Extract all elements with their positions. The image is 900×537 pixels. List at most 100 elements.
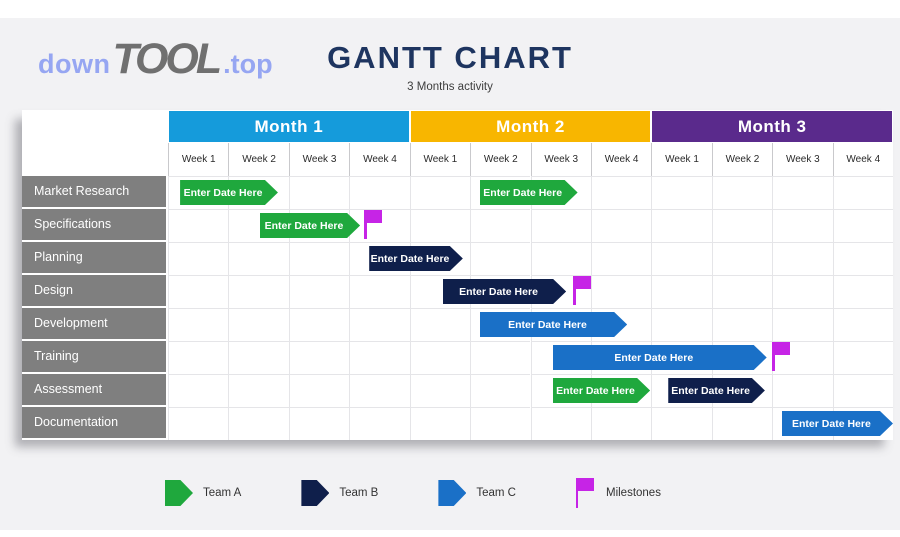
logo-part-tool: TOOL [112,35,222,83]
milestones-flag-icon [575,478,596,508]
grid-cell [651,275,712,308]
row-label-documentation: Documentation [22,407,166,438]
grid-cell [590,407,652,440]
grid-cell [288,374,350,407]
legend-item-label: Team B [339,487,379,499]
grid-cell [228,341,289,374]
grid-cell [530,341,591,374]
grid-cell [590,242,652,275]
grid-cell [228,209,289,242]
grid-cell [711,275,773,308]
team-c-arrow-icon [438,480,467,506]
week-header-cell: Week 3 [772,143,833,176]
legend-item-milestones: Milestones [575,478,661,508]
grid-cell [530,242,591,275]
grid-cell [349,308,410,341]
grid-cell [832,308,893,341]
grid-cell [470,308,531,341]
grid-cell [349,242,410,275]
row-label-market-research: Market Research [22,176,166,207]
task-bar-assessment-team-b[interactable]: Enter Date Here [668,378,765,403]
week-header-cell: Week 4 [349,143,410,176]
grid-cell [711,209,773,242]
milestone-flag-icon [772,342,792,371]
grid-cell [168,209,229,242]
row-label-design: Design [22,275,166,306]
grid-cell [168,242,229,275]
legend-item-team-c: Team C [438,480,516,506]
month-header-month-3: Month 3 [652,111,892,142]
grid-cell [288,407,350,440]
grid-cell [772,209,833,242]
grid-cell [409,275,471,308]
team-b-arrow-icon [301,480,330,506]
task-bar-market-research-team-a[interactable]: Enter Date Here [180,180,278,205]
task-bar-documentation-team-c[interactable]: Enter Date Here [782,411,893,436]
grid-cell [168,275,229,308]
month-header-month-1: Month 1 [169,111,409,142]
grid-cell [832,242,893,275]
grid-cell [288,242,350,275]
grid-cell [651,407,712,440]
row-label-planning: Planning [22,242,166,273]
grid-cell [530,407,591,440]
task-bar-assessment-team-a[interactable]: Enter Date Here [553,378,650,403]
grid-cell [470,176,531,209]
grid-cell [168,374,229,407]
legend-item-label: Team A [203,487,242,499]
grid-cell [349,176,410,209]
grid-cell [288,308,350,341]
grid-cell [349,407,410,440]
legend-item-team-b: Team B [301,480,378,506]
grid-cell [772,308,833,341]
grid-cell [711,176,773,209]
task-bar-training-team-c[interactable]: Enter Date Here [553,345,767,370]
grid-cell [470,242,531,275]
grid-cell [349,341,410,374]
task-bar-market-research-team-a[interactable]: Enter Date Here [480,180,578,205]
grid-cell [409,341,471,374]
milestone-flag-pole [364,210,368,239]
grid-cell [772,275,833,308]
grid-cell [711,308,773,341]
milestone-flag-cloth [774,342,791,355]
legend-item-label: Milestones [605,487,661,499]
grid-cell [349,374,410,407]
grid-cell [832,374,893,407]
logo-part-top: .top [223,49,273,79]
task-bar-planning-team-b[interactable]: Enter Date Here [369,246,463,271]
grid-cell [228,374,289,407]
milestone-flag-icon [364,210,384,239]
task-bar-specifications-team-a[interactable]: Enter Date Here [260,213,360,238]
grid-cell [228,275,289,308]
grid-cell [590,176,652,209]
week-header-cell: Week 4 [590,143,652,176]
task-bar-development-team-c[interactable]: Enter Date Here [480,312,627,337]
grid-cell [772,242,833,275]
grid-cell [409,407,471,440]
grid-cell [168,341,229,374]
grid-cell [530,209,591,242]
week-header-cell: Week 1 [409,143,471,176]
grid-cell [288,275,350,308]
week-header-cell: Week 2 [711,143,773,176]
grid-cell [832,176,893,209]
row-label-development: Development [22,308,166,339]
grid-cell [409,374,471,407]
grid-cell [349,275,410,308]
team-a-arrow-icon [165,480,193,506]
grid-cell [228,242,289,275]
grid-cell [168,407,229,440]
grid-cell [832,341,893,374]
milestones-flag-cloth [577,478,594,491]
grid-cell [228,407,289,440]
grid-cell [168,308,229,341]
grid-cell [470,209,531,242]
task-bar-design-team-b[interactable]: Enter Date Here [443,279,566,304]
grid-cell [288,341,350,374]
milestone-flag-cloth [574,276,591,289]
grid-cell [530,374,591,407]
logo-part-down: down [38,49,111,79]
grid-cell [772,374,833,407]
